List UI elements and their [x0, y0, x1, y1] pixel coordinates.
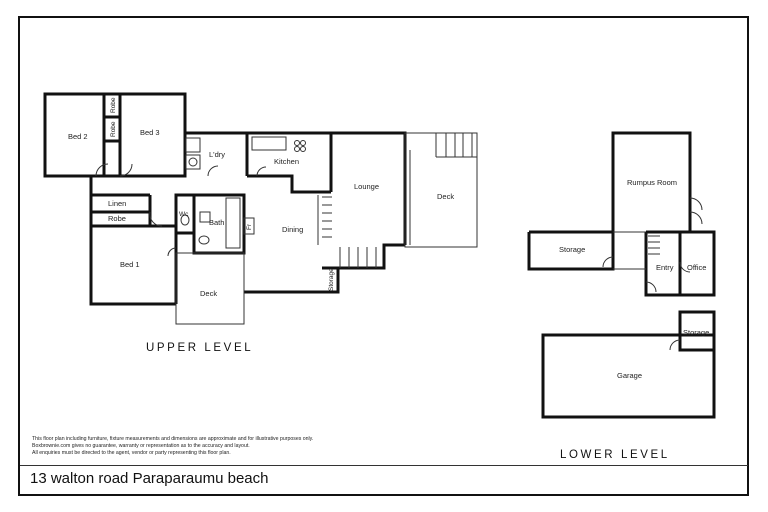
room-label-laundry: L'dry — [209, 150, 225, 159]
room-label-deck-upper-right: Deck — [437, 192, 454, 201]
room-label-storage-garage: Storage — [683, 328, 709, 337]
room-label-lounge: Lounge — [354, 182, 379, 191]
room-label-rumpus: Rumpus Room — [627, 178, 677, 187]
upper-level-thin-lines — [95, 132, 478, 325]
room-label-wc: Wc — [179, 211, 189, 218]
footer-divider — [20, 465, 748, 466]
room-label-storage-upper: Storage — [328, 268, 335, 291]
lower-level-title: LOWER LEVEL — [560, 449, 670, 461]
disclaimer: This floor plan including furniture, fix… — [32, 436, 313, 458]
room-label-kitchen: Kitchen — [274, 157, 299, 166]
room-label-office: Office — [687, 263, 706, 272]
room-label-bed3: Bed 3 — [140, 128, 160, 137]
room-label-robe-b: Robe — [110, 121, 117, 137]
room-label-storage-lower: Storage — [559, 245, 585, 254]
upper-level-walls — [43, 92, 407, 306]
disclaimer-line: This floor plan including furniture, fix… — [32, 436, 314, 442]
disclaimer-line: All enquiries must be directed to the ag… — [32, 450, 231, 457]
room-label-fridge: Fr — [246, 223, 253, 230]
room-label-robe-c: Robe — [108, 214, 126, 223]
room-label-deck-upper-bottom: Deck — [200, 289, 217, 298]
room-label-bed2: Bed 2 — [68, 132, 88, 141]
room-label-robe-a: Robe — [110, 97, 117, 113]
room-label-linen: Linen — [108, 199, 126, 208]
room-label-entry: Entry — [656, 263, 674, 272]
lower-level-thin-lines — [602, 197, 703, 351]
room-label-bed1: Bed 1 — [120, 260, 140, 269]
room-label-dining: Dining — [282, 225, 303, 234]
disclaimer-line: Boxbrownie.com gives no guarantee, warra… — [32, 443, 250, 450]
upper-level-title: UPPER LEVEL — [146, 342, 254, 354]
property-address: 13 walton road Paraparaumu beach — [30, 470, 269, 487]
room-label-garage: Garage — [617, 371, 642, 380]
room-label-bath: Bath — [209, 218, 224, 227]
